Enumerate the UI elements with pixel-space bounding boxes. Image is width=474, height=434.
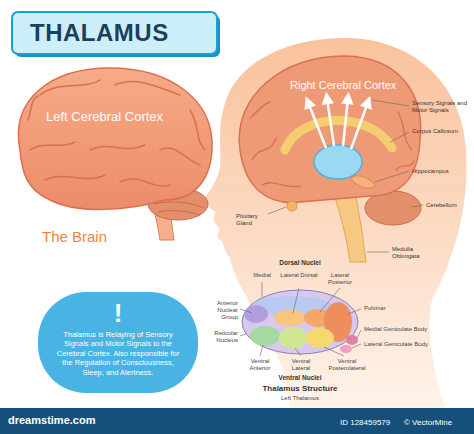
leader-line <box>293 288 299 313</box>
thalamus-structure-illustration <box>274 310 306 326</box>
leader-line <box>348 309 361 314</box>
title: THALAMUS <box>30 19 169 47</box>
brain-section-illustration <box>287 201 297 211</box>
nucleus-label: Ventral Posterolateral <box>322 358 372 372</box>
thalamus-structure-illustration <box>346 335 358 345</box>
leader-line <box>352 344 361 348</box>
group-label: Dorsal Nuclei <box>270 259 330 266</box>
leader-line <box>375 171 409 182</box>
head-silhouette <box>205 38 467 408</box>
left-brain-illustration <box>30 142 75 150</box>
brain-section-illustration <box>252 138 276 160</box>
leader-line <box>240 309 252 313</box>
structure-subtitle: Left Thalamus <box>265 395 335 402</box>
brain-section-illustration <box>327 98 334 146</box>
brain-section-illustration <box>308 98 368 149</box>
leader-line <box>324 347 344 356</box>
image-id: ID 128459579 <box>340 418 390 427</box>
group-label: Ventral Nuclei <box>265 374 335 381</box>
left-brain-illustration <box>158 211 200 215</box>
leader-line <box>268 207 286 214</box>
leader-line <box>240 100 423 356</box>
info-text: Thalamus is Relaying of Sensory Signals … <box>52 330 184 377</box>
nucleus-label: Ventral Lateral <box>282 358 320 372</box>
leader-line <box>357 330 361 338</box>
thalamus-structure-illustration <box>250 326 280 346</box>
brain-section-illustration <box>250 102 414 187</box>
exclamation-mark: ! <box>52 300 184 326</box>
brain-section-illustration <box>314 145 362 179</box>
leader-line <box>367 252 389 253</box>
leader-line <box>412 205 423 207</box>
left-brain-illustration <box>90 145 145 150</box>
nucleus-label: Lateral Dorsal <box>280 272 318 279</box>
leader-line <box>240 334 246 336</box>
footer-bar <box>0 408 474 434</box>
left-brain-illustration <box>45 175 105 180</box>
nucleus-label: Ventral Anterior <box>241 358 279 372</box>
left-brain-illustration <box>155 202 204 215</box>
footer-bar <box>0 408 474 434</box>
title-banner <box>12 12 217 54</box>
brain-section-illustration <box>239 56 421 262</box>
brain-section-illustration <box>343 98 348 146</box>
part-label: Corpus Callosum <box>412 128 458 135</box>
nucleus-label: Medial <box>243 272 281 279</box>
left-brain-illustration <box>28 80 205 186</box>
nucleus-label: Lateral Geniculate Body <box>364 341 428 348</box>
nucleus-label: Anterior Nuclear Group <box>202 300 238 321</box>
structure-title: Thalamus Structure <box>240 384 360 393</box>
title-banner <box>12 12 220 57</box>
part-label: Hippocampus <box>412 168 449 175</box>
left-brain-illustration <box>120 179 170 186</box>
thalamus-structure-illustration <box>306 328 334 348</box>
left-brain-illustration <box>160 148 200 165</box>
part-label: Cerebellum <box>426 202 457 209</box>
nucleus-label: Reticular Nucleus <box>202 330 238 344</box>
brain-section-illustration <box>308 102 326 148</box>
head-silhouette <box>205 38 467 408</box>
nucleus-label: Medial Geniculate Body <box>364 326 427 333</box>
part-label: Medulla Oblongata <box>392 246 442 260</box>
leader-line <box>260 345 263 356</box>
nucleus-label: Lateral Posterior <box>320 272 360 286</box>
leader-line <box>390 132 409 142</box>
cortex-label: Left Cerebral Cortex <box>46 110 163 125</box>
thalamus-structure-illustration <box>340 345 352 353</box>
nucleus-label: Pulvinar <box>364 305 386 312</box>
brain-section-illustration <box>239 56 420 203</box>
leader-line <box>262 282 263 297</box>
leader-line <box>372 100 409 106</box>
left-brain-illustration <box>190 110 205 150</box>
left-brain-illustration <box>28 96 38 120</box>
left-brain-illustration <box>115 81 180 95</box>
part-label: Sensory Signals and Motor Signals <box>412 100 468 114</box>
brain-section-illustration <box>350 173 376 191</box>
left-brain-illustration <box>18 68 212 209</box>
leader-line <box>295 348 301 356</box>
watermark: dreamstime.com <box>8 414 95 427</box>
brain-section-illustration <box>262 183 300 187</box>
thalamus-structure-illustration <box>244 305 268 323</box>
brain-section-illustration <box>351 102 368 149</box>
leader-line <box>320 288 340 312</box>
thalamus-structure-illustration <box>242 290 358 354</box>
left-brain-illustration <box>40 80 100 95</box>
credit: © VectorMine <box>404 418 452 427</box>
brain-section-illustration <box>250 102 270 118</box>
brain-section-illustration <box>396 160 414 170</box>
thalamus-structure-illustration <box>279 327 307 349</box>
cortex-label: Right Cerebral Cortex <box>290 79 396 92</box>
left-brain-illustration <box>18 68 212 240</box>
info-bubble: ! Thalamus is Relaying of Sensory Signals… <box>38 292 198 393</box>
left-brain-illustration <box>155 202 204 208</box>
thalamus-structure-illustration <box>242 290 358 354</box>
part-label: Pituitary Gland <box>236 213 272 227</box>
brain-section-illustration <box>398 112 412 150</box>
brain-label: The Brain <box>42 228 107 245</box>
